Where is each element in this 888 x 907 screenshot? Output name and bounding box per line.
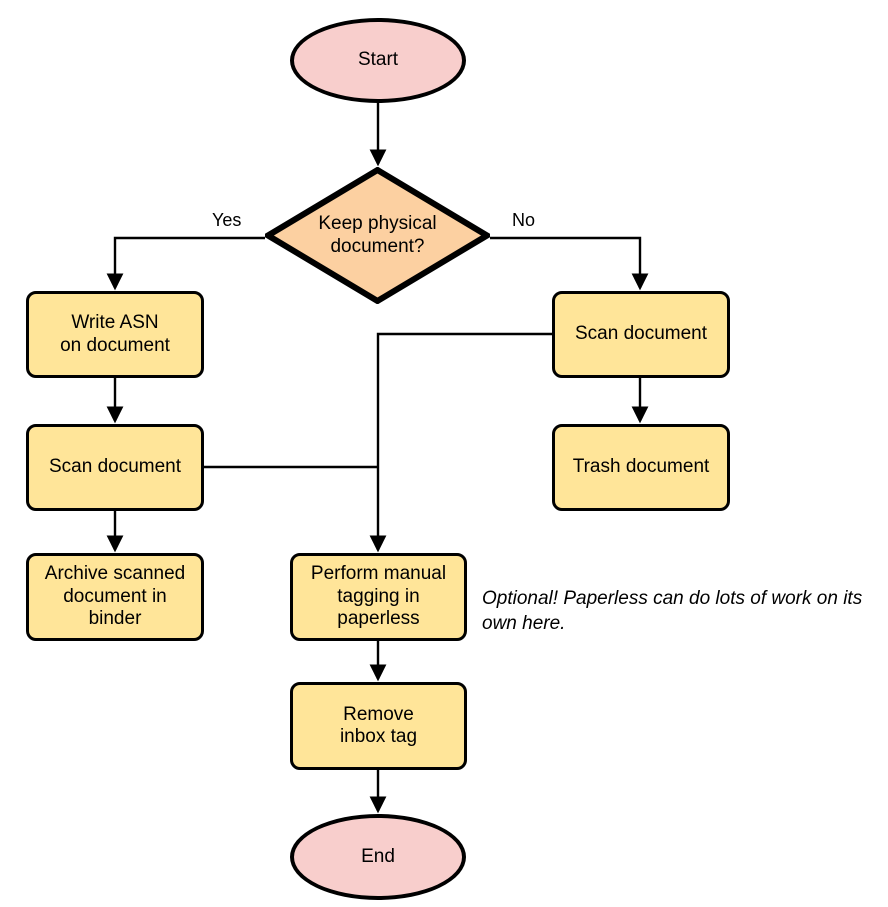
- node-archive-scanned-document-label: Archive scanned document in binder: [44, 563, 186, 630]
- node-scan-document-right[interactable]: Scan document: [552, 291, 730, 378]
- node-keep-physical-document[interactable]: Keep physical document?: [265, 167, 490, 304]
- node-trash-document-label: Trash document: [572, 456, 710, 478]
- node-keep-physical-document-label: Keep physical document?: [318, 213, 437, 257]
- edge-decision-yes-to-write-asn: [106, 236, 265, 291]
- node-remove-inbox-tag-label: Remove inbox tag: [339, 703, 418, 747]
- node-write-asn[interactable]: Write ASN on document: [26, 291, 204, 378]
- node-write-asn-label: Write ASN on document: [60, 312, 170, 356]
- node-perform-manual-tagging-label: Perform manual tagging in paperless: [310, 563, 447, 630]
- optional-note: Optional! Paperless can do lots of work …: [482, 588, 863, 634]
- node-archive-scanned-document[interactable]: Archive scanned document in binder: [26, 553, 204, 641]
- edge-scan-right-to-tagging: [369, 332, 552, 553]
- node-start[interactable]: Start: [290, 18, 466, 103]
- edge-decision-no-to-scan-right: [490, 236, 649, 291]
- node-scan-document-right-label: Scan document: [574, 323, 708, 345]
- node-end-label: End: [361, 845, 395, 867]
- node-start-label: Start: [357, 49, 399, 71]
- edge-label-yes: Yes: [209, 210, 245, 231]
- node-end[interactable]: End: [290, 814, 466, 900]
- diamond-shape-icon: [265, 167, 490, 304]
- node-scan-document-left[interactable]: Scan document: [26, 424, 204, 511]
- edge-label-no: No: [509, 210, 539, 231]
- node-trash-document[interactable]: Trash document: [552, 424, 730, 511]
- node-remove-inbox-tag[interactable]: Remove inbox tag: [290, 682, 467, 770]
- node-scan-document-left-label: Scan document: [48, 456, 182, 478]
- node-perform-manual-tagging[interactable]: Perform manual tagging in paperless: [290, 553, 467, 641]
